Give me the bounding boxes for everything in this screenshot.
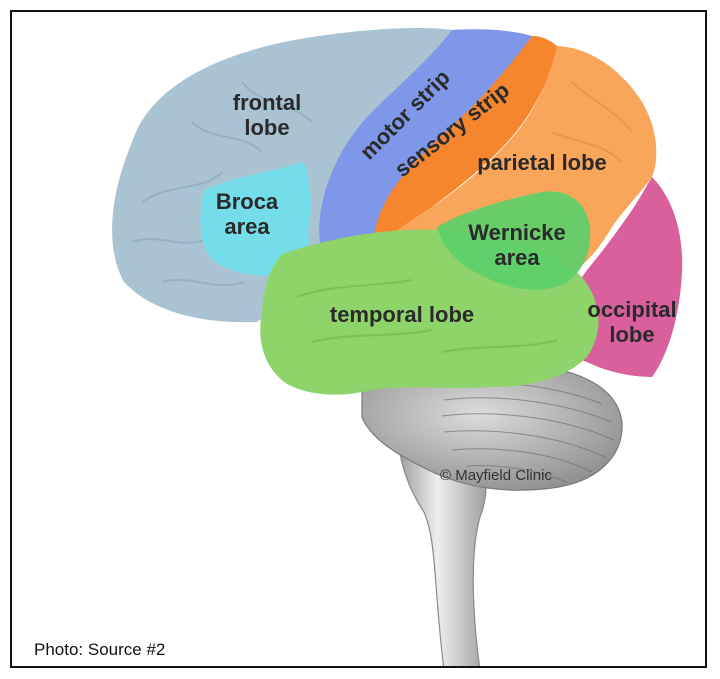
label-frontal-lobe: frontal lobe [212,90,322,141]
figure-frame: frontal lobe motor strip sensory strip B… [10,10,707,668]
label-occipital-lobe: occipital lobe [572,297,692,348]
photo-source-caption: Photo: Source #2 [12,602,232,668]
label-parietal-lobe: parietal lobe [452,150,632,175]
copyright-watermark: © Mayfield Clinic [440,467,552,484]
label-wernicke-area: Wernicke area [457,220,577,271]
label-broca-area: Broca area [202,189,292,240]
label-temporal-lobe: temporal lobe [312,302,492,327]
